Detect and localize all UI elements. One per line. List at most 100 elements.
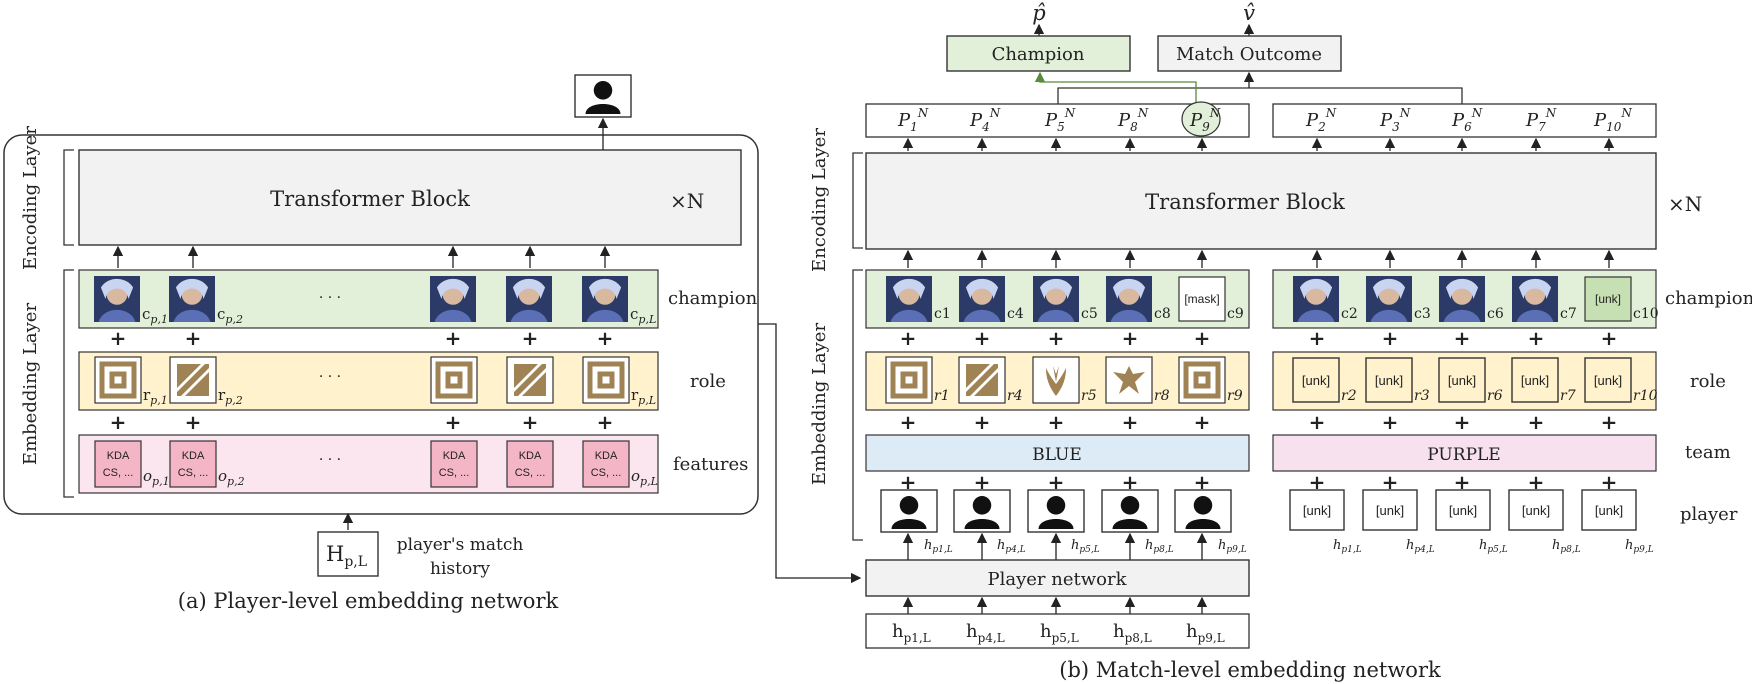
svg-text:r7: r7 [1560, 388, 1576, 404]
input-caption-line2: history [430, 559, 490, 579]
svg-text:[unk]: [unk] [1594, 373, 1622, 388]
arrows-player-network [902, 532, 1208, 560]
svg-text:r10: r10 [1633, 388, 1658, 404]
feature-box: KDA CS, ... [582, 440, 630, 488]
svg-text:+: + [1601, 326, 1618, 350]
plus-row: +++++ +++++ [900, 326, 1618, 350]
role-icon [514, 364, 546, 396]
svg-text:hp4,L: hp4,L [1406, 538, 1435, 555]
svg-text:+: + [900, 470, 917, 494]
masked-output-highlight [1181, 101, 1221, 137]
svg-text:[unk]: [unk] [1376, 503, 1404, 518]
champion-sub-label: cp,1 [142, 305, 168, 326]
panel-b: p̂ v̂ Champion Match Outcome P1N P4N P5N… [809, 1, 1752, 682]
outcome-head-label: Match Outcome [1176, 44, 1322, 65]
svg-text:+: + [522, 326, 539, 350]
champion-portrait [169, 276, 215, 322]
svg-text:c10: c10 [1633, 306, 1659, 322]
row-label-team-b: team [1685, 442, 1731, 463]
svg-text:+: + [1048, 470, 1065, 494]
svg-text:hp1,L: hp1,L [892, 621, 931, 645]
svg-text:c1: c1 [934, 306, 951, 322]
svg-text:hp5,L: hp5,L [1479, 538, 1508, 555]
caption-a: (a) Player-level embedding network [178, 589, 559, 613]
svg-text:+: + [185, 326, 202, 350]
svg-text:c2: c2 [1341, 306, 1358, 322]
svg-text:+: + [597, 326, 614, 350]
embedding-layer-label: Embedding Layer [20, 303, 41, 466]
outcome-head [1157, 35, 1342, 72]
svg-text:+: + [1309, 410, 1326, 434]
mask-token-label: [mask] [1184, 292, 1219, 306]
svg-text:+: + [1048, 410, 1065, 434]
connector-arrow [758, 323, 862, 584]
feature-box: KDA CS, ... [430, 440, 478, 488]
feature-box: KDA CS, ... [94, 440, 142, 488]
svg-text:+: + [1194, 410, 1211, 434]
svg-text:+: + [110, 326, 127, 350]
svg-text:CS, ...: CS, ... [439, 467, 470, 479]
svg-text:c8: c8 [1154, 306, 1171, 322]
input-caption-line1: player's match [397, 535, 524, 555]
embedding-layer-label-b: Embedding Layer [809, 323, 830, 486]
role-icon [177, 364, 209, 396]
champion-output-symbol: p̂ [1032, 1, 1045, 25]
output-token: P8N [1117, 106, 1149, 134]
unk-token-label: [unk] [1595, 292, 1621, 306]
caption-b: (b) Match-level embedding network [1059, 658, 1441, 682]
svg-text:+: + [900, 326, 917, 350]
svg-text:r3: r3 [1414, 388, 1430, 404]
role-sub-label: rp,2 [218, 386, 243, 407]
svg-text:KDA: KDA [182, 450, 205, 462]
svg-text:CS, ...: CS, ... [178, 467, 209, 479]
repeat-label-b: ×N [1668, 192, 1702, 216]
purple-role-unk-tokens: [unk] [unk] [unk] [unk] [unk] [1292, 357, 1632, 403]
svg-text:+: + [974, 470, 991, 494]
transformer-block-label-b: Transformer Block [1145, 190, 1345, 214]
purple-team-bar [1272, 434, 1657, 472]
svg-text:hp9,L: hp9,L [1625, 538, 1654, 555]
output-token: P5N [1044, 106, 1076, 134]
feature-sub-label: op,2 [218, 467, 245, 488]
champion-portrait [94, 276, 140, 322]
output-token: P1N [897, 106, 929, 134]
champion-head [946, 35, 1131, 72]
svg-text:+: + [1382, 410, 1399, 434]
arrows-into-transformer-a [112, 245, 611, 268]
svg-text:hp5,L: hp5,L [1071, 538, 1100, 555]
blue-role-subs: r1 r4 r5 r8 r9 [934, 388, 1243, 404]
repeat-label: ×N [670, 189, 704, 213]
svg-text:r6: r6 [1487, 388, 1503, 404]
plus-row: ++ +++ [110, 410, 614, 434]
svg-text:r2: r2 [1341, 388, 1357, 404]
feature-box: KDA CS, ... [169, 440, 217, 488]
svg-text:KDA: KDA [443, 450, 466, 462]
svg-text:CS, ...: CS, ... [103, 467, 134, 479]
champion-portrait [1293, 276, 1339, 322]
svg-text:+: + [597, 410, 614, 434]
row-label-role-b: role [1690, 371, 1726, 392]
purple-player-unk-tokens: [unk] [unk] [unk] [unk] [unk] [1289, 489, 1637, 531]
svg-text:+: + [1454, 470, 1471, 494]
svg-text:+: + [974, 326, 991, 350]
champion-sub-label: cp,2 [217, 305, 243, 326]
svg-text:+: + [1601, 470, 1618, 494]
svg-text:[unk]: [unk] [1449, 503, 1477, 518]
svg-text:KDA: KDA [595, 450, 618, 462]
role-sub-label: rp,1 [143, 386, 168, 407]
feature-box: KDA CS, ... [506, 440, 554, 488]
output-token: P9N [1189, 106, 1221, 134]
svg-text:r4: r4 [1007, 388, 1023, 404]
plus-row: +++++ +++++ [900, 410, 1618, 434]
svg-text:r9: r9 [1227, 388, 1243, 404]
arrows-into-player-network [902, 596, 1208, 614]
svg-text:hp4,L: hp4,L [997, 538, 1026, 555]
svg-text:KDA: KDA [519, 450, 542, 462]
svg-text:hp8,L: hp8,L [1145, 538, 1174, 555]
outcome-output-symbol: v̂ [1243, 1, 1255, 25]
svg-text:c5: c5 [1081, 306, 1098, 322]
mask-token [1178, 276, 1226, 322]
champion-portrait [1366, 276, 1412, 322]
output-token: P10N [1593, 106, 1632, 134]
